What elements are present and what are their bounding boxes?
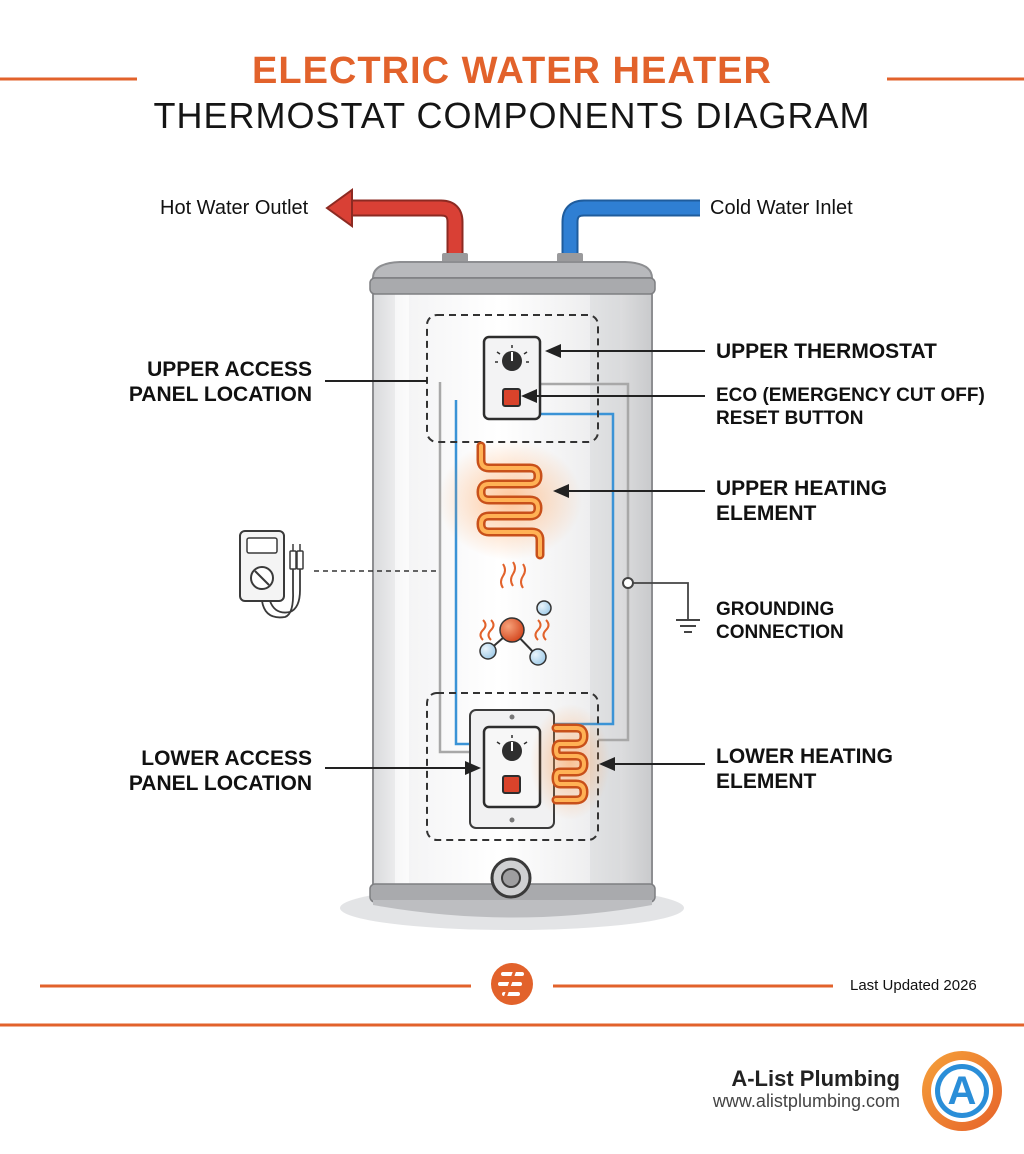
eco-reset-label-line1: ECO (EMERGENCY CUT OFF) [716, 385, 985, 406]
hot-arrow-icon [325, 188, 353, 228]
hot-water-pipe [325, 188, 464, 258]
hot-water-outlet-label: Hot Water Outlet [160, 197, 309, 219]
heat-molecule-icon [479, 561, 552, 666]
upper-heating-element [438, 440, 582, 560]
footer-emblem-icon [491, 963, 533, 1005]
grounding-connection [622, 577, 700, 633]
cold-water-pipe [561, 199, 700, 258]
lower-access-panel-label-line2: PANEL LOCATION [128, 772, 312, 795]
upper-thermostat-label: UPPER THERMOSTAT [716, 340, 937, 363]
brand-logo-icon [922, 1051, 1002, 1131]
eco-reset-label: ECO (EMERGENCY CUT OFF) RESET BUTTON [716, 384, 985, 430]
last-updated-text: Last Updated 2026 [850, 977, 977, 994]
eco-reset-button-icon [502, 388, 521, 407]
title-line-2: THERMOSTAT COMPONENTS DIAGRAM [153, 95, 871, 136]
multimeter-icon [239, 530, 304, 619]
brand-url[interactable]: www.alistplumbing.com [712, 1091, 900, 1111]
lower-heating-element-label: LOWER HEATING ELEMENT [716, 744, 893, 794]
lower-access-panel-label-line1: LOWER ACCESS [141, 747, 312, 770]
lower-heating-element-label-line1: LOWER HEATING [716, 745, 893, 768]
lower-heating-element-label-line2: ELEMENT [716, 770, 817, 793]
grounding-connection-label-line2: CONNECTION [716, 622, 844, 643]
callouts [325, 344, 705, 775]
upper-heating-element-label-line1: UPPER HEATING [716, 477, 888, 500]
title-line-1: ELECTRIC WATER HEATER [252, 50, 772, 92]
grounding-connection-label: GROUNDING CONNECTION [716, 598, 844, 644]
drain-valve-icon [490, 857, 532, 899]
upper-access-panel-label: UPPER ACCESS PANEL LOCATION [129, 357, 312, 407]
lower-thermostat [469, 709, 555, 829]
cold-water-inlet-label: Cold Water Inlet [710, 197, 853, 219]
upper-heating-element-label-line2: ELEMENT [716, 502, 817, 525]
grounding-connection-label-line1: GROUNDING [716, 599, 835, 620]
eco-reset-label-line2: RESET BUTTON [716, 408, 864, 429]
lower-reset-button-icon [502, 775, 521, 794]
lower-heating-element [530, 704, 610, 820]
upper-access-panel-label-line2: PANEL LOCATION [128, 383, 312, 406]
upper-access-panel-label-line1: UPPER ACCESS [147, 358, 312, 381]
brand-name: A-List Plumbing [731, 1066, 900, 1091]
upper-heating-element-label: UPPER HEATING ELEMENT [716, 476, 887, 526]
lower-access-panel-label: LOWER ACCESS PANEL LOCATION [129, 746, 312, 796]
brand-logo-letter: A [947, 1069, 977, 1113]
upper-thermostat [482, 335, 542, 421]
